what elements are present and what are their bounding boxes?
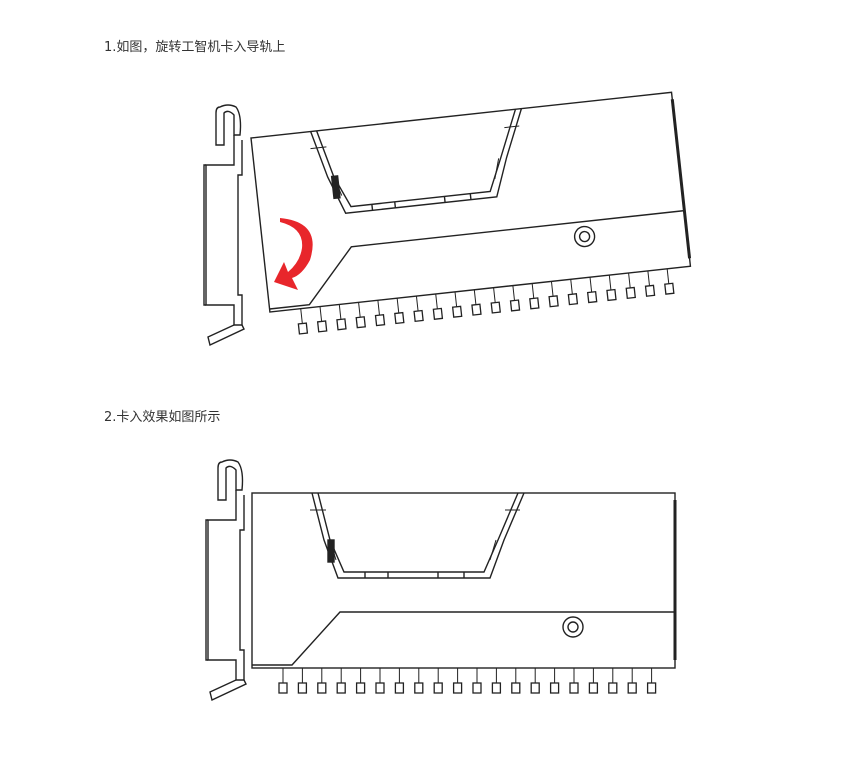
terminal-tooth xyxy=(432,307,444,320)
terminal-stem xyxy=(300,308,303,324)
terminal-tooth xyxy=(316,320,328,333)
step-2-caption: 2.卡入效果如图所示 xyxy=(104,410,221,425)
step-1-caption: 1.如图，旋转工智机卡入导轨上 xyxy=(104,40,286,55)
terminal-stem xyxy=(666,268,670,284)
terminal-tooth xyxy=(472,682,482,694)
terminal-tooth xyxy=(646,682,657,694)
terminal-tooth xyxy=(355,682,366,694)
terminal-tooth xyxy=(549,682,560,694)
terminal-stem xyxy=(608,275,612,291)
terminal-tooth xyxy=(471,303,482,316)
din-rail-clip xyxy=(205,459,247,701)
device-installed xyxy=(250,491,677,694)
terminal-stem xyxy=(647,270,650,286)
terminal-tooth xyxy=(509,299,521,312)
terminal-tooth xyxy=(278,682,288,694)
terminal-stem xyxy=(358,302,361,318)
terminal-tooth xyxy=(625,286,636,300)
figure-1 xyxy=(203,90,692,346)
terminal-stem xyxy=(338,304,342,320)
terminal-tooth xyxy=(413,309,424,323)
terminal-tooth xyxy=(355,316,366,329)
terminal-tooth xyxy=(644,284,656,297)
terminal-tooth xyxy=(317,682,327,694)
terminal-stem xyxy=(454,291,458,307)
terminal-tooth xyxy=(606,288,617,302)
terminal-tooth xyxy=(375,682,385,694)
terminal-tooth xyxy=(511,682,521,694)
terminal-stem xyxy=(473,289,477,305)
figure-2 xyxy=(205,459,677,701)
terminal-stem xyxy=(377,300,380,316)
terminal-stem xyxy=(570,279,573,295)
terminal-stem xyxy=(319,306,323,322)
terminal-tooth xyxy=(608,682,618,694)
terminal-tooth xyxy=(569,682,579,694)
terminal-tooth xyxy=(548,295,559,308)
rotate-arrow-icon xyxy=(274,218,313,290)
terminal-tooth xyxy=(394,311,405,325)
terminal-tooth xyxy=(491,682,502,694)
terminal-tooth xyxy=(567,293,579,306)
terminal-tooth xyxy=(664,282,675,295)
terminal-stem xyxy=(589,277,593,293)
terminal-tooth xyxy=(394,682,405,694)
terminal-stem xyxy=(531,283,535,299)
terminal-stem xyxy=(435,293,438,309)
terminal-tooth xyxy=(297,682,308,694)
device-rotating xyxy=(249,90,692,335)
terminal-tooth xyxy=(336,682,346,694)
terminal-tooth xyxy=(490,301,501,314)
terminal-tooth xyxy=(336,318,347,331)
terminal-tooth xyxy=(586,290,598,304)
terminal-tooth xyxy=(297,322,309,335)
terminal-tooth xyxy=(433,682,443,694)
terminal-tooth xyxy=(588,682,599,694)
terminal-tooth xyxy=(451,305,463,318)
din-rail-clip xyxy=(203,104,245,346)
terminal-stem xyxy=(550,281,554,297)
terminal-tooth xyxy=(627,682,637,694)
terminal-tooth xyxy=(530,682,540,694)
terminal-tooth xyxy=(414,682,424,694)
terminal-tooth xyxy=(452,682,463,694)
terminal-stem xyxy=(493,287,496,303)
terminal-stem xyxy=(396,298,400,314)
terminal-tooth xyxy=(374,314,386,327)
terminal-tooth xyxy=(529,297,540,310)
terminal-stem xyxy=(415,296,419,312)
terminal-stem xyxy=(628,272,631,288)
terminal-stem xyxy=(512,285,515,301)
